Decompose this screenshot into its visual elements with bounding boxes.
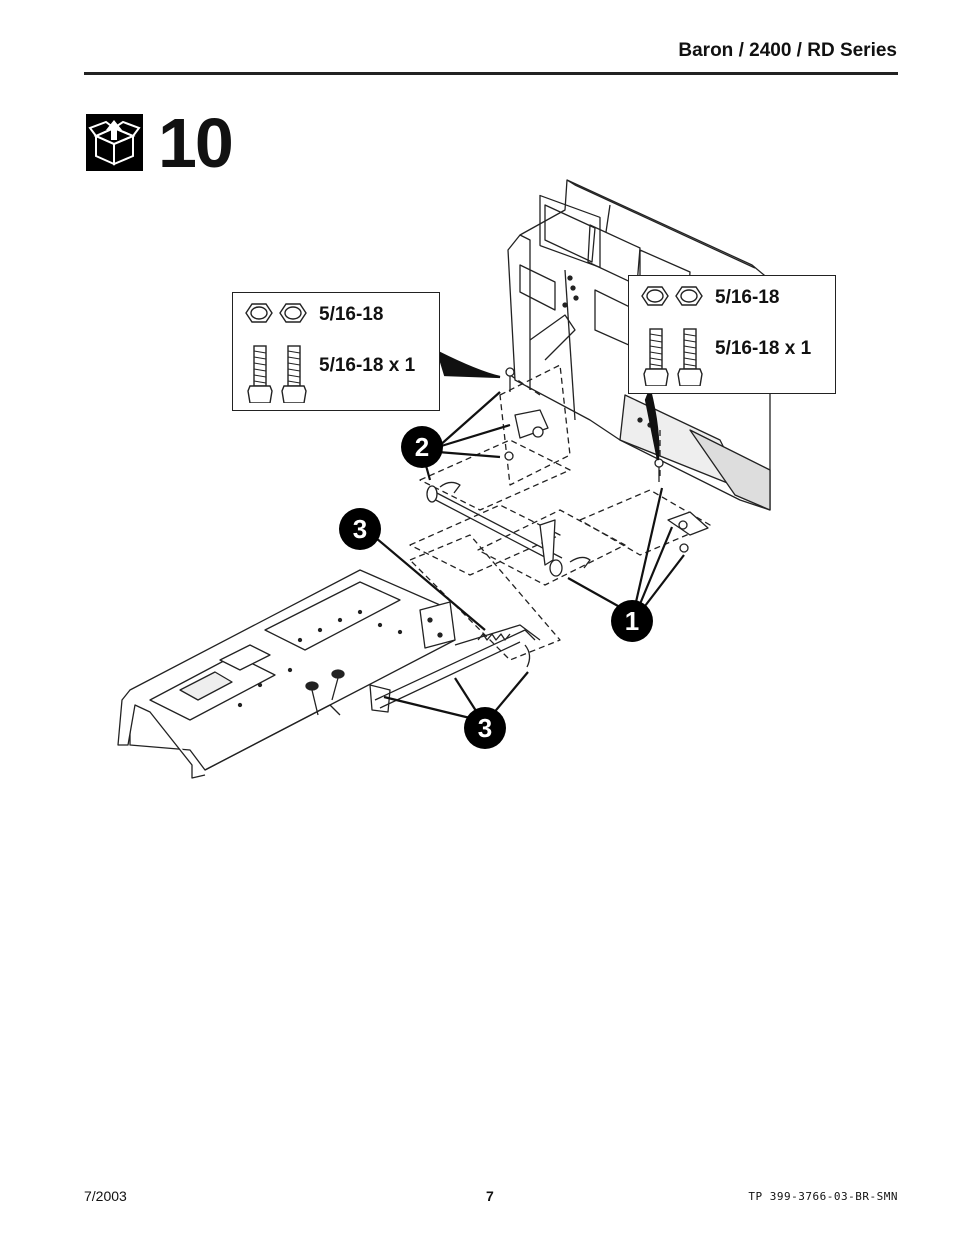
callout-3-top: 3 [339, 508, 381, 550]
hardware-box-left: 5/16-18 5/16-18 x 1 [232, 292, 440, 411]
lift-bar [426, 481, 591, 577]
document-id: TP 399-3766-03-BR-SMN [748, 1190, 898, 1203]
hex-bolt-icon [641, 286, 703, 386]
bolt-size-label: 5/16-18 x 1 [715, 338, 812, 359]
page-number: 7 [486, 1188, 494, 1204]
callout-3-bottom: 3 [464, 707, 506, 749]
header-divider [84, 72, 898, 75]
tractor-frame [117, 569, 456, 779]
open-box-icon [86, 114, 143, 171]
footer-date: 7/2003 [84, 1188, 127, 1204]
brackets [504, 367, 709, 553]
hardware-box-right: 5/16-18 5/16-18 x 1 [628, 275, 836, 394]
step-number: 10 [158, 104, 234, 182]
callout-1: 1 [611, 600, 653, 642]
nut-size-label: 5/16-18 [715, 287, 780, 308]
nut-size-label: 5/16-18 [319, 304, 384, 325]
page-header-title: Baron / 2400 / RD Series [678, 40, 897, 61]
assembly-diagram [117, 179, 771, 779]
bolt-size-label: 5/16-18 x 1 [319, 355, 416, 376]
callout-2: 2 [401, 426, 443, 468]
hex-nut-icon [245, 303, 307, 403]
spring-and-lever [305, 624, 541, 716]
